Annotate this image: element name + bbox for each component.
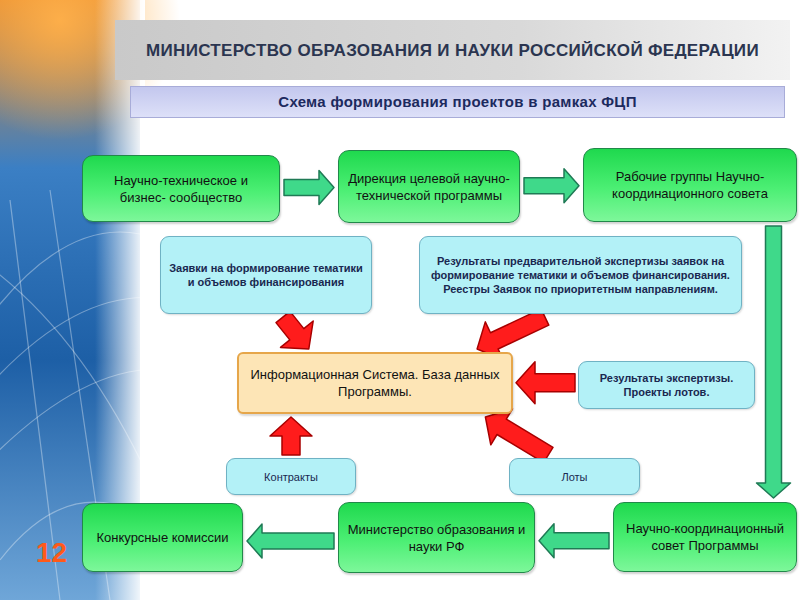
- document-box: Лоты: [509, 458, 640, 495]
- flow-arrow: [757, 226, 791, 498]
- node-text: Научно-техническое и бизнес- сообщество: [91, 172, 271, 206]
- document-box: Результаты экспертизы. Проекты лотов.: [578, 361, 755, 409]
- node-text: Дирекция целевой научно-технической прог…: [347, 170, 511, 204]
- data-arrow: [485, 409, 553, 463]
- flow-arrow: [524, 169, 579, 203]
- node-text: Результаты экспертизы. Проекты лотов.: [587, 371, 746, 399]
- flow-arrow: [539, 524, 609, 558]
- subtitle-band: Схема формирования проектов в рамках ФЦП: [130, 86, 785, 118]
- node-text: Результаты предварительной экспертизы за…: [428, 254, 733, 296]
- data-arrow: [516, 362, 575, 404]
- slide-number: 12: [36, 538, 67, 568]
- process-box: Конкурсные комиссии: [82, 503, 243, 572]
- slide-title: МИНИСТЕРСТВО ОБРАЗОВАНИЯ И НАУКИ РОССИЙС…: [133, 40, 773, 61]
- node-text: Заявки на формирование тематики и объемо…: [169, 261, 363, 289]
- title-band: МИНИСТЕРСТВО ОБРАЗОВАНИЯ И НАУКИ РОССИЙС…: [115, 20, 790, 80]
- document-box: Заявки на формирование тематики и объемо…: [160, 236, 372, 314]
- data-arrow: [276, 311, 313, 349]
- node-text: Контракты: [264, 470, 318, 484]
- process-box: Дирекция целевой научно-технической прог…: [338, 150, 520, 223]
- process-box: Научно-техническое и бизнес- сообщество: [82, 155, 280, 222]
- process-box: Научно-координационный совет Программы: [613, 502, 797, 572]
- node-text: Научно-координационный совет Программы: [622, 520, 788, 554]
- node-text: Информационная Система. База данных Прог…: [247, 366, 503, 400]
- flow-arrow: [284, 171, 334, 205]
- node-text: Министерство образования и науки РФ: [347, 521, 526, 555]
- flow-arrow: [247, 524, 334, 558]
- document-box: Результаты предварительной экспертизы за…: [419, 236, 742, 314]
- node-text: Рабочие группы Научно-координационного с…: [592, 168, 788, 202]
- document-box: Контракты: [226, 458, 356, 495]
- process-box: Рабочие группы Научно-координационного с…: [583, 148, 797, 222]
- data-arrow: [270, 417, 312, 455]
- process-box: Министерство образования и науки РФ: [338, 502, 535, 573]
- node-text: Конкурсные комиссии: [96, 529, 228, 546]
- database-box: Информационная Система. База данных Прог…: [237, 352, 513, 414]
- node-text: Лоты: [561, 470, 587, 484]
- node-text: Схема формирования проектов в рамках ФЦП: [278, 93, 636, 111]
